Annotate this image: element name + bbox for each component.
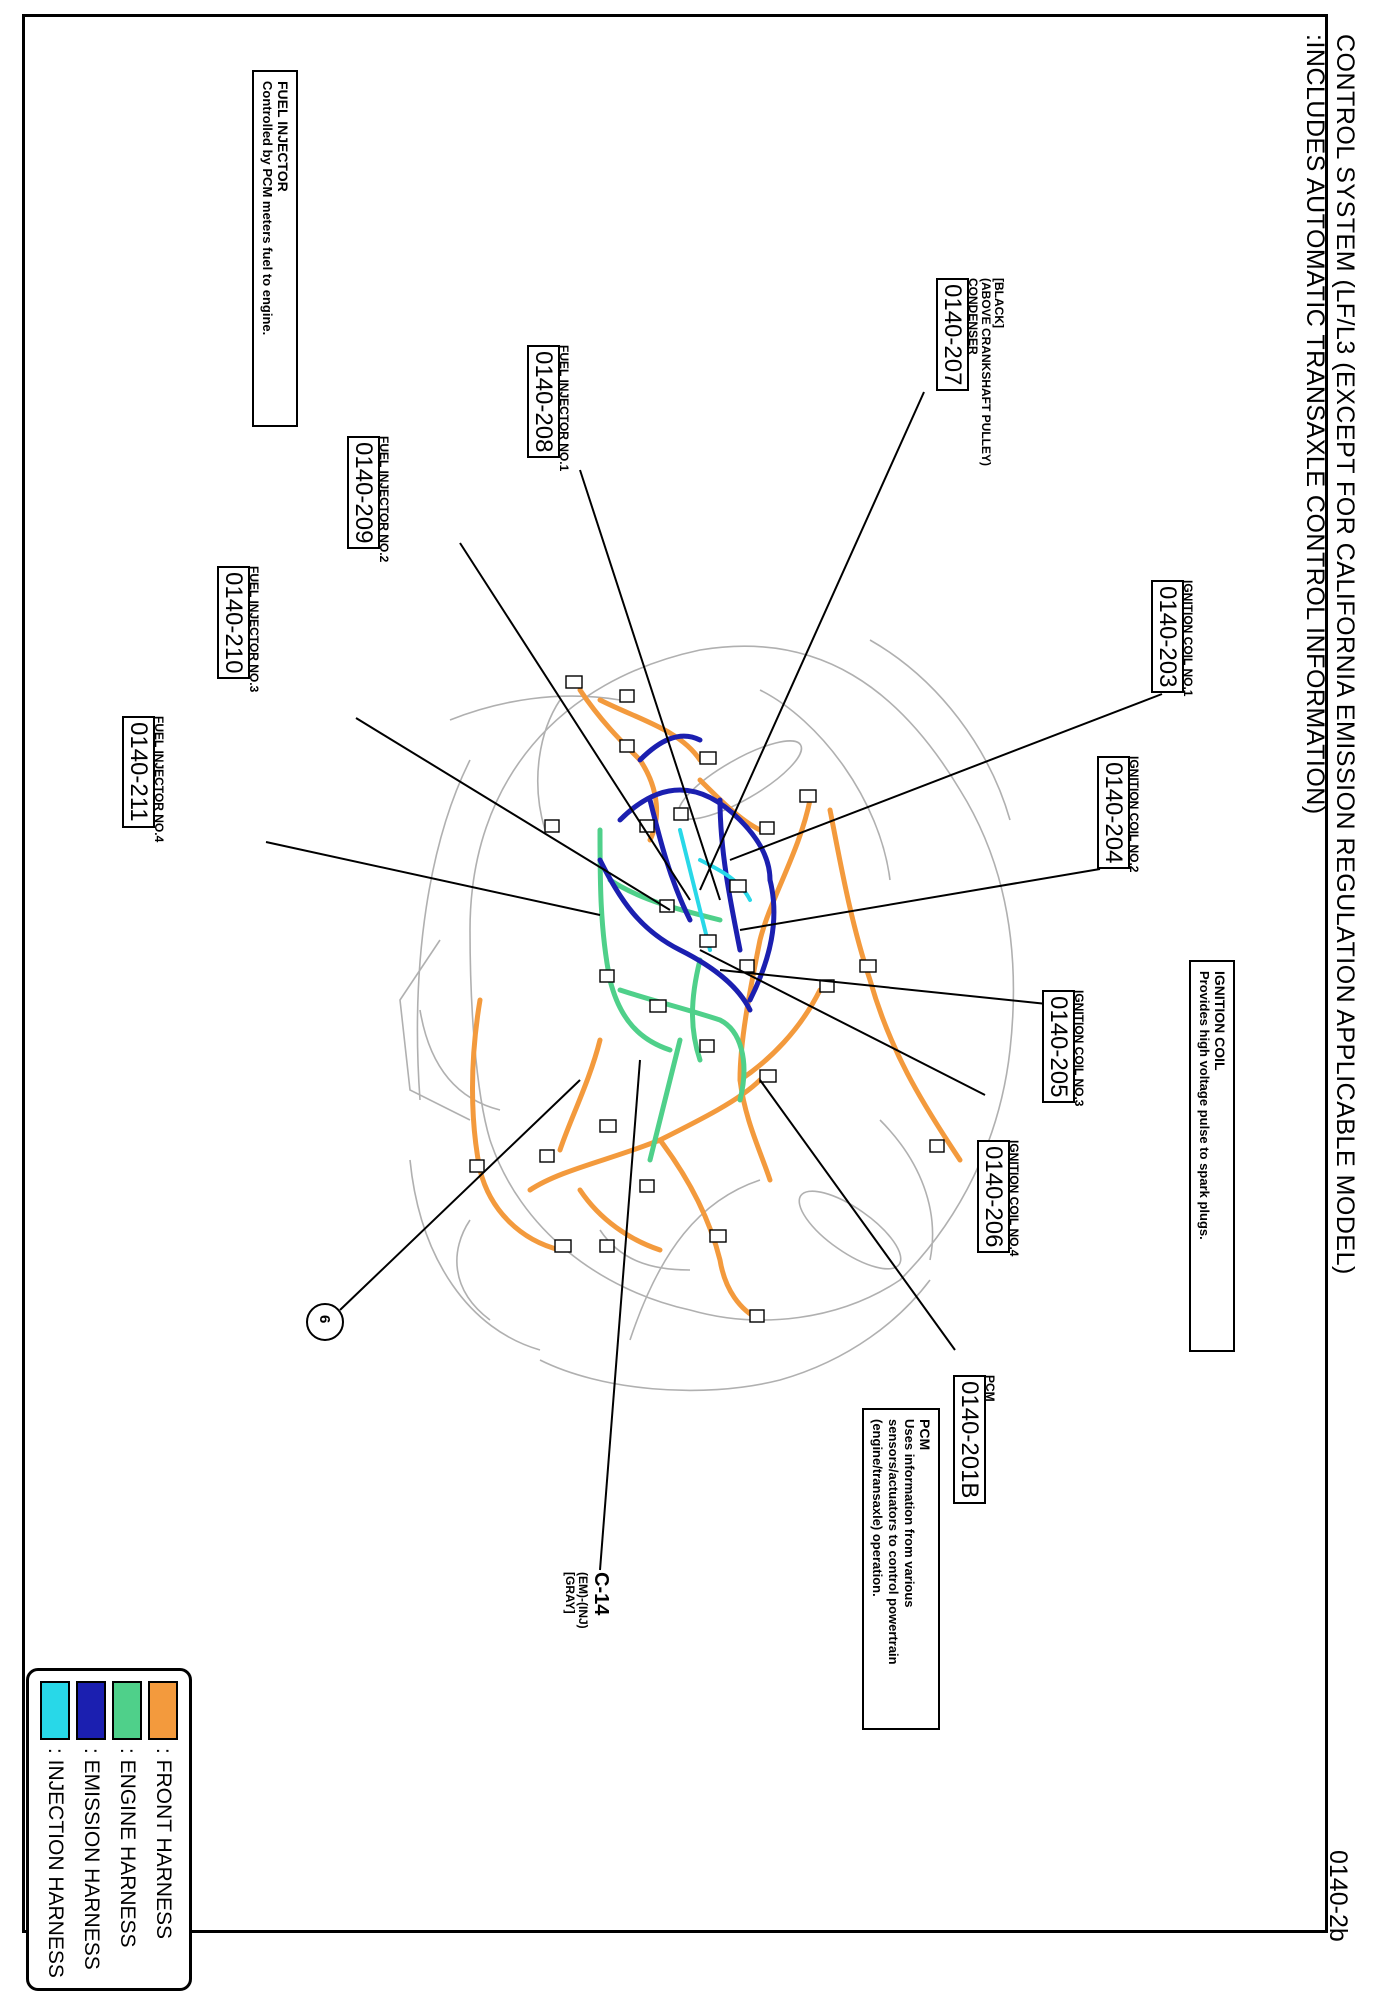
connector-c14-line1: (EM)-(INJ)	[576, 1572, 590, 1629]
legend-label-emission-harness: : EMISSION HARNESS	[80, 1748, 103, 1970]
legend-item-engine-harness: : ENGINE HARNESS	[109, 1681, 145, 1978]
leader-lines	[265, 391, 1163, 1571]
harness-legend: : FRONT HARNESS : ENGINE HARNESS : EMISS…	[26, 1668, 192, 1991]
callout-0140-205: IGNITION COIL NO.3 0140-205	[1042, 990, 1086, 1106]
callout-0140-208-code: 0140-208	[527, 345, 560, 459]
callout-0140-203-code: 0140-203	[1151, 580, 1184, 694]
vehicle-outline	[399, 639, 1015, 1392]
pcm-info-box: PCM Uses information from various sensor…	[862, 1408, 940, 1730]
callout-0140-208: FUEL INJECTOR NO.1 0140-208	[527, 345, 571, 471]
pcm-box-text-line2: sensors/actuators to control powertrain	[886, 1419, 901, 1665]
connector-c14-code: C-14	[590, 1572, 612, 1616]
legend-label-injection-harness: : INJECTION HARNESS	[44, 1748, 67, 1978]
callout-0140-204-code: 0140-204	[1097, 756, 1130, 870]
pcm-box-text-line3: (engine/transaxle) operation.	[870, 1419, 885, 1597]
callout-0140-207-line1: [BLACK]	[992, 278, 1006, 328]
legend-swatch-engine-harness	[112, 1681, 142, 1740]
callout-0140-209-code: 0140-209	[347, 436, 380, 550]
callout-0140-209: FUEL INJECTOR NO.2 0140-209	[347, 436, 391, 562]
connectors	[469, 675, 945, 1323]
legend-item-emission-harness: : EMISSION HARNESS	[73, 1681, 109, 1978]
legend-swatch-front-harness	[148, 1681, 178, 1740]
callout-0140-204: IGNITION COIL NO.2 0140-204	[1097, 756, 1141, 872]
page-title: CONTROL SYSTEM (LF/L3 (EXCEPT FOR CALIFO…	[1300, 34, 1360, 1275]
legend-item-front-harness: : FRONT HARNESS	[145, 1681, 181, 1978]
legend-item-injection-harness: : INJECTION HARNESS	[37, 1681, 73, 1978]
callout-0140-206: IGNITION COIL NO.4 0140-206	[977, 1140, 1021, 1256]
fuel-injector-box-text: Controlled by PCM meters fuel to engine.	[260, 81, 275, 336]
reference-circle	[306, 1303, 344, 1341]
harness-diagram	[265, 391, 1163, 1571]
fuel-injector-box-title: FUEL INJECTOR	[275, 81, 291, 192]
connector-c14-line2: [GRAY]	[563, 1572, 577, 1614]
legend-label-front-harness: : FRONT HARNESS	[152, 1748, 175, 1939]
callout-0140-206-code: 0140-206	[977, 1140, 1010, 1254]
page-title-line1: CONTROL SYSTEM (LF/L3 (EXCEPT FOR CALIFO…	[1331, 34, 1359, 1275]
pcm-box-title: PCM	[917, 1419, 933, 1451]
ignition-coil-box-text: Provides high voltage pulse to spark plu…	[1197, 971, 1212, 1240]
pcm-box-text-line1: Uses information from various	[902, 1419, 917, 1608]
callout-0140-201b-code: 0140-201B	[953, 1375, 986, 1505]
callout-0140-210: FUEL INJECTOR NO.3 0140-210	[217, 566, 261, 692]
callout-0140-211: FUEL INJECTOR NO.4 0140-211	[122, 716, 166, 842]
diagram-frame	[22, 14, 1328, 1933]
callout-0140-210-code: 0140-210	[217, 566, 250, 680]
legend-label-engine-harness: : ENGINE HARNESS	[116, 1748, 139, 1948]
front-harness-routing	[470, 687, 963, 1323]
reference-circle-number: 6	[316, 1315, 333, 1324]
callout-0140-207: [BLACK] (ABOVE CRANKSHAFT PULLEY) CONDEN…	[936, 278, 1006, 466]
connector-c14-label: C-14 (EM)-(INJ) [GRAY]	[563, 1572, 612, 1629]
ignition-coil-box-title: IGNITION COIL	[1212, 971, 1228, 1071]
callout-0140-211-code: 0140-211	[122, 716, 155, 828]
callout-0140-203: IGNITION COIL NO.1 0140-203	[1151, 580, 1195, 696]
legend-swatch-injection-harness	[40, 1681, 70, 1740]
page-title-line2: :INCLUDES AUTOMATIC TRANSAXLE CONTROL IN…	[1301, 34, 1329, 815]
legend-swatch-emission-harness	[76, 1681, 106, 1740]
fuel-injector-info-box: FUEL INJECTOR Controlled by PCM meters f…	[252, 70, 298, 427]
page-id: 0140-2b	[1324, 1850, 1352, 1942]
callout-0140-207-code: 0140-207	[936, 278, 969, 392]
callout-0140-201b: PCM 0140-201B	[953, 1375, 997, 1505]
callout-0140-207-line2: (ABOVE CRANKSHAFT PULLEY)	[979, 278, 993, 466]
ignition-coil-info-box: IGNITION COIL Provides high voltage puls…	[1189, 960, 1235, 1352]
callout-0140-205-code: 0140-205	[1042, 990, 1075, 1104]
